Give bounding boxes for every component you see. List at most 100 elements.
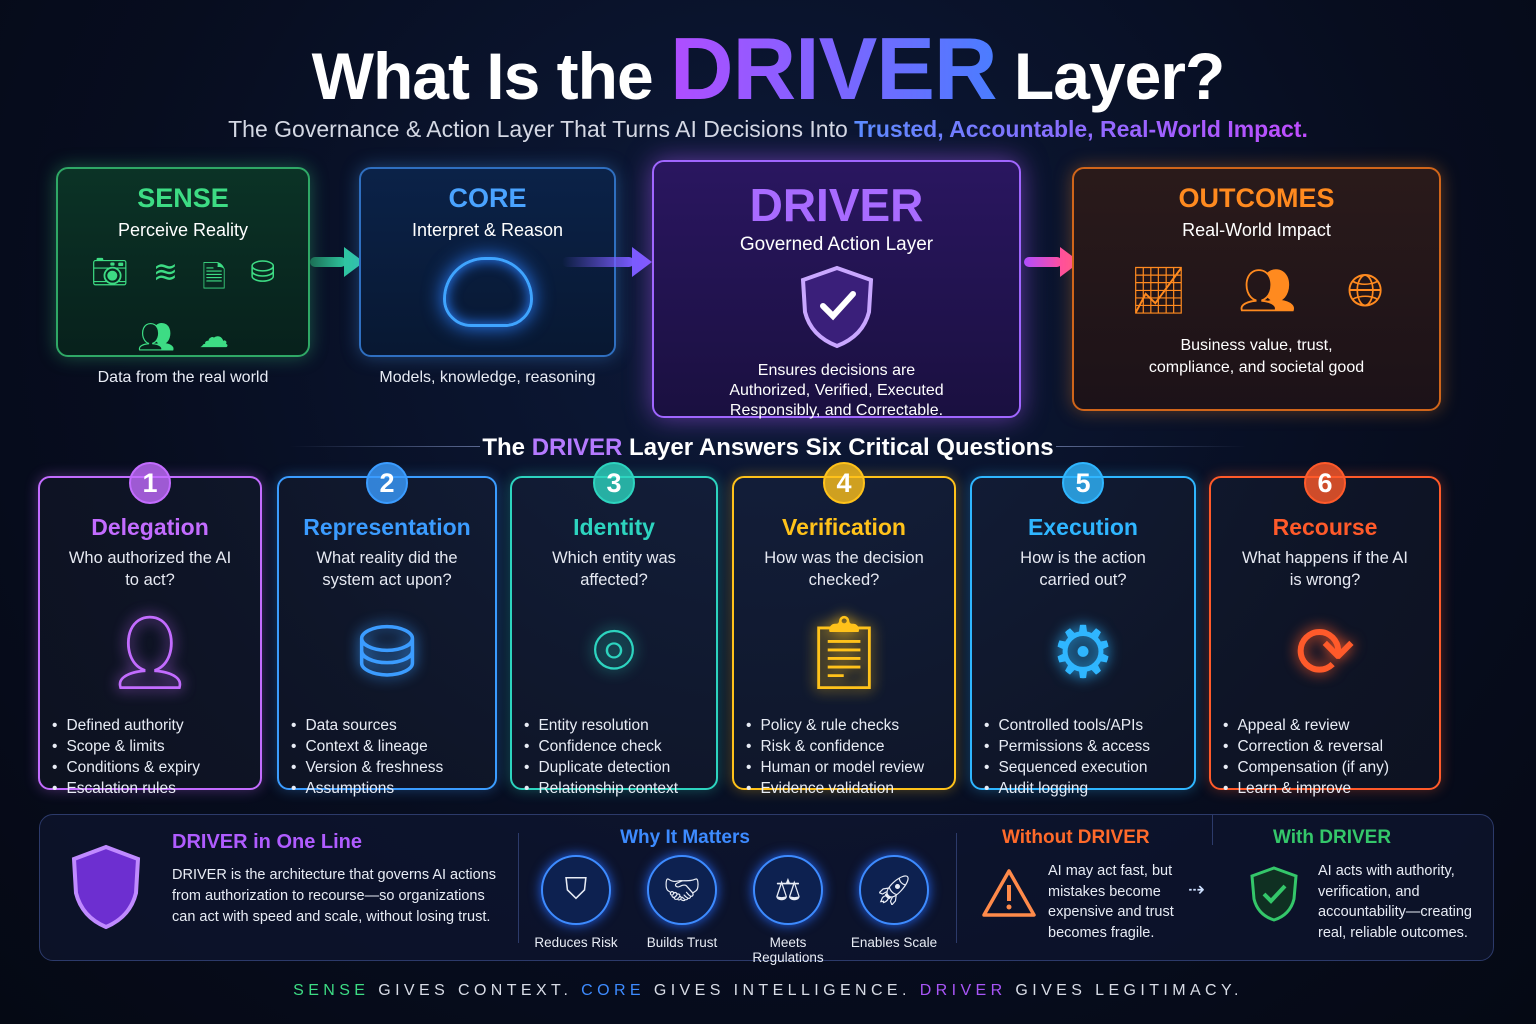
step-number: 3 <box>593 462 635 504</box>
card-bullets: Appeal & reviewCorrection & reversalComp… <box>1237 715 1439 799</box>
sense-title: SENSE <box>137 183 229 213</box>
why-item: 🤝︎ Builds Trust <box>629 855 735 965</box>
card-title: Verification <box>782 514 906 540</box>
title-post: Layer? <box>1013 39 1225 113</box>
page-subtitle: The Governance & Action Layer That Turns… <box>0 116 1536 143</box>
users-icon: 👥︎ <box>136 321 176 354</box>
arrow-sense-core <box>310 247 364 277</box>
bullet-item: Permissions & access <box>998 736 1194 757</box>
tagline-sense-rest: GIVES CONTEXT. <box>378 982 573 999</box>
sense-caption: Data from the real world <box>97 369 269 386</box>
shield-check-icon <box>1250 866 1298 922</box>
why-label: Reduces Risk <box>534 935 618 950</box>
summary-panel: DRIVER in One Line DRIVER is the archite… <box>39 814 1494 965</box>
bullet-item: Duplicate detection <box>538 757 716 778</box>
core-subtitle: Interpret & Reason <box>411 220 564 240</box>
brain-icon <box>442 257 533 327</box>
title-pre: What Is the <box>311 39 654 113</box>
user-check-icon: 👤︎ <box>104 612 196 693</box>
sense-box: SENSE Perceive Reality 📷︎≋🗎⛁👥︎☁ <box>56 167 310 357</box>
card-title: Representation <box>303 514 471 540</box>
card-bullets: Policy & rule checksRisk & confidenceHum… <box>760 715 954 799</box>
bullet-item: Appeal & review <box>1237 715 1439 736</box>
questions-title-pre: The <box>482 434 526 461</box>
growth-chart-icon: 📈︎ <box>1129 264 1188 316</box>
cloud-gear-icon: ☁ <box>199 321 230 354</box>
why-item: ⛉ Reduces Risk <box>523 855 629 965</box>
step-number: 4 <box>823 462 865 504</box>
bullet-item: Context & lineage <box>305 736 495 757</box>
step-number: 1 <box>129 462 171 504</box>
one-line-title: DRIVER in One Line <box>172 831 363 853</box>
step-number: 2 <box>366 462 408 504</box>
card-bullets: Data sourcesContext & lineageVersion & f… <box>305 715 495 799</box>
document-icon: 🗎 <box>201 261 227 294</box>
with-text: AI acts with authority, verification, an… <box>1318 863 1472 941</box>
bullet-item: Defined authority <box>66 715 260 736</box>
question-card-identity: 3 Identity Which entity was affected? ⌾ … <box>510 462 718 797</box>
question-card-recourse: 6 Recourse What happens if the AI is wro… <box>1209 462 1441 797</box>
fingerprint-icon: ⌾ <box>592 611 636 691</box>
tagline-sense: SENSE <box>293 982 370 999</box>
driver-description: Ensures decisions are Authorized, Verifi… <box>729 362 944 419</box>
warning-icon <box>982 869 1036 917</box>
tagline-driver-rest: GIVES LEGITIMACY. <box>1015 982 1243 999</box>
bullet-item: Data sources <box>305 715 495 736</box>
tagline-core: CORE <box>581 982 645 999</box>
why-item: 🚀︎ Enables Scale <box>841 855 947 965</box>
card-question: How is the action carried out? <box>1020 549 1146 589</box>
globe-icon: 🌐︎ <box>1346 264 1384 316</box>
card-title: Identity <box>573 514 655 540</box>
question-card-delegation: 1 Delegation Who authorized the AI to ac… <box>38 462 262 797</box>
bullet-item: Relationship context <box>538 778 716 799</box>
bullet-item: Entity resolution <box>538 715 716 736</box>
why-label: Enables Scale <box>850 935 938 950</box>
bullet-item: Controlled tools/APIs <box>998 715 1194 736</box>
divider <box>1212 815 1213 845</box>
card-title: Execution <box>1028 514 1138 540</box>
card-title: Recourse <box>1272 514 1378 540</box>
driver-subtitle: Governed Action Layer <box>739 234 934 255</box>
outcomes-description: Business value, trust, compliance, and s… <box>1148 337 1365 376</box>
rocket-icon: 🚀︎ <box>859 855 929 925</box>
database-document-icon: ⛁ <box>356 613 418 693</box>
handshake-icon: 🤝︎ <box>647 855 717 925</box>
bullet-item: Compensation (if any) <box>1237 757 1439 778</box>
card-question: Who authorized the AI to act? <box>68 549 232 589</box>
card-question: What happens if the AI is wrong? <box>1241 549 1409 589</box>
bullet-item: Version & freshness <box>305 757 495 778</box>
outcomes-box: OUTCOMES Real-World Impact 📈︎👥︎🌐︎ Busine… <box>1072 167 1441 411</box>
card-title: Delegation <box>91 514 209 540</box>
team-icon: 👥︎ <box>1238 264 1297 316</box>
bullet-item: Assumptions <box>305 778 495 799</box>
bullet-item: Human or model review <box>760 757 954 778</box>
why-title: Why It Matters <box>620 827 750 848</box>
card-bullets: Controlled tools/APIsPermissions & acces… <box>998 715 1194 799</box>
card-question: How was the decision checked? <box>764 549 924 589</box>
driver-box: DRIVER Governed Action Layer Ensures dec… <box>652 160 1021 419</box>
bullet-item: Learn & improve <box>1237 778 1439 799</box>
one-line-text: DRIVER is the architecture that governs … <box>172 867 496 925</box>
gavel-icon: ⚖ <box>753 855 823 925</box>
subtitle-accent: Trusted, Accountable, Real-World Impact. <box>854 116 1308 142</box>
subtitle-text: The Governance & Action Layer That Turns… <box>228 116 848 142</box>
tagline-core-rest: GIVES INTELLIGENCE. <box>653 982 911 999</box>
camera-icon: 📷︎ <box>90 256 129 289</box>
question-card-execution: 5 Execution How is the action carried ou… <box>970 462 1196 797</box>
shield-icon <box>71 844 141 930</box>
divider-left <box>290 446 480 447</box>
questions-title: The DRIVER Layer Answers Six Critical Qu… <box>0 434 1536 462</box>
gears-play-icon: ⚙ <box>1050 613 1116 693</box>
shield-check-icon: ⛉ <box>541 855 611 925</box>
card-question: Which entity was affected? <box>552 549 676 589</box>
bullet-item: Policy & rule checks <box>760 715 954 736</box>
core-caption: Models, knowledge, reasoning <box>379 369 596 386</box>
why-label: Builds Trust <box>646 935 718 950</box>
user-cycle-icon: ⟳ <box>1294 613 1356 693</box>
divider <box>956 833 957 943</box>
title-accent: DRIVER <box>670 19 997 118</box>
why-label: Meets Regulations <box>752 935 824 965</box>
page-title: What Is the DRIVER Layer? <box>0 18 1536 120</box>
bullet-item: Evidence validation <box>760 778 954 799</box>
without-text: AI may act fast, but mistakes become exp… <box>1048 863 1174 941</box>
